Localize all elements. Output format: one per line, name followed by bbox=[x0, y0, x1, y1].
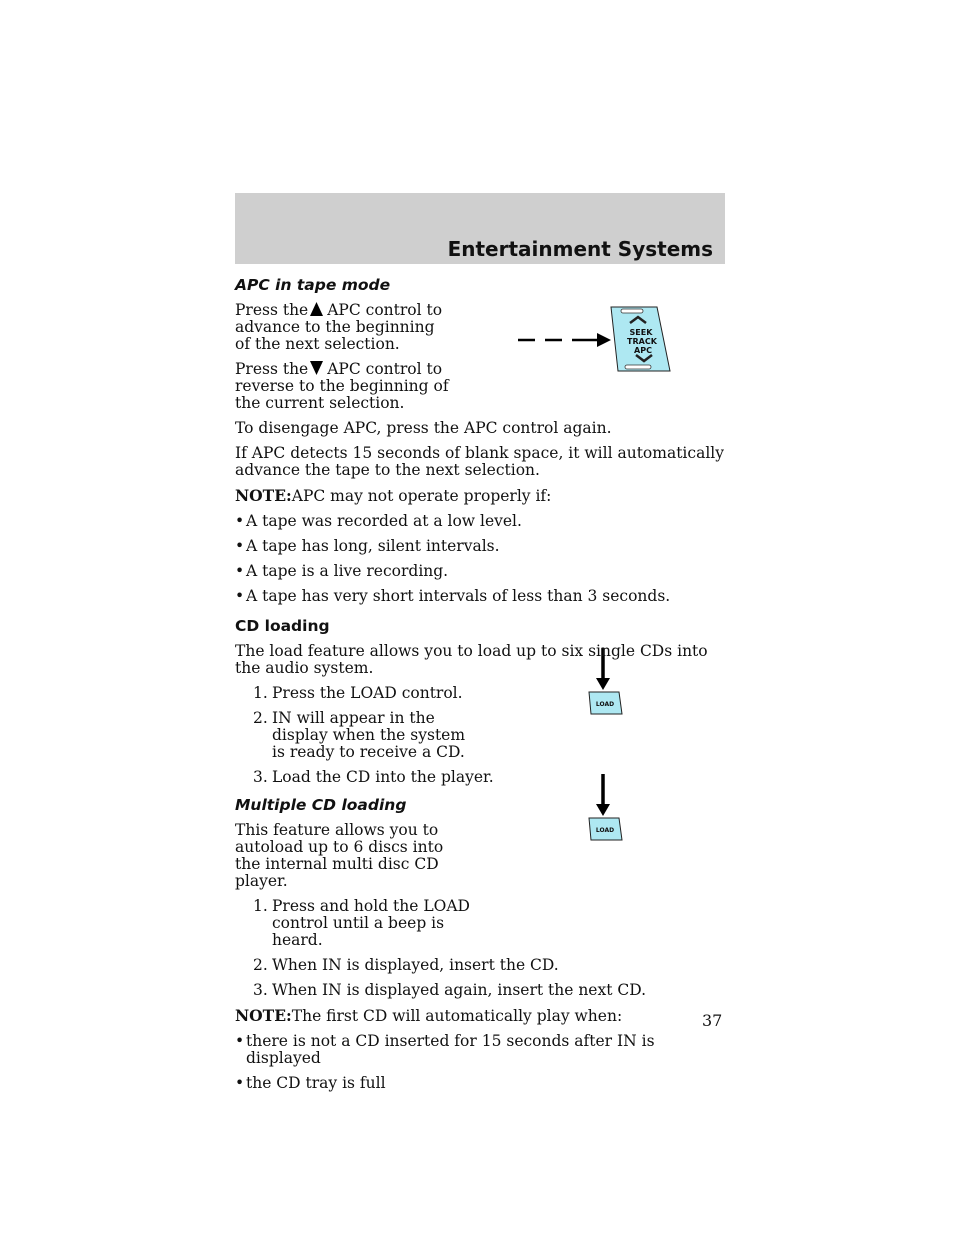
list-item: •A tape is a live recording. bbox=[235, 562, 449, 580]
multi-cd-note: NOTE:The first CD will automatically pla… bbox=[235, 1006, 623, 1025]
list-item: •A tape was recorded at a low level. bbox=[235, 512, 522, 530]
list-item: •the CD tray is full bbox=[235, 1074, 386, 1092]
list-item: 1.Press the LOAD control. bbox=[253, 684, 463, 702]
track-label: TRACK bbox=[627, 337, 658, 346]
triangle-up-icon bbox=[310, 302, 324, 316]
heading-cd-loading: CD loading bbox=[235, 617, 330, 635]
list-item: 3.Load the CD into the player. bbox=[253, 768, 494, 786]
seek-label: SEEK bbox=[630, 328, 654, 337]
list-item: •there is not a CD inserted for 15 secon… bbox=[235, 1032, 655, 1067]
heading-multiple-cd-loading: Multiple CD loading bbox=[235, 796, 407, 814]
list-item: 2.IN will appear in the display when the… bbox=[253, 709, 466, 761]
list-item: 2.When IN is displayed, insert the CD. bbox=[253, 956, 559, 974]
list-item: 3.When IN is displayed again, insert the… bbox=[253, 981, 647, 999]
chevron-up-icon bbox=[629, 315, 647, 324]
multi-cd-paragraph: This feature allows you to autoload up t… bbox=[235, 821, 444, 890]
triangle-down-icon bbox=[310, 361, 324, 375]
load-figure-1: LOAD bbox=[588, 648, 623, 715]
section-title: Entertainment Systems bbox=[447, 237, 713, 261]
cd-loading-paragraph: The load feature allows you to load up t… bbox=[235, 642, 708, 677]
apc-button-icon: SEEK TRACK APC bbox=[610, 306, 671, 372]
load-label: LOAD bbox=[596, 701, 614, 708]
load-button-icon: LOAD bbox=[588, 817, 623, 841]
apc-paragraph-4: If APC detects 15 seconds of blank space… bbox=[235, 444, 724, 479]
load-button-icon: LOAD bbox=[588, 691, 623, 715]
page-number: 37 bbox=[702, 1011, 723, 1030]
seek-track-apc-figure: SEEK TRACK APC bbox=[518, 306, 671, 372]
list-item: 1.Press and hold the LOAD control until … bbox=[253, 897, 470, 949]
apc-paragraph-3: To disengage APC, press the APC control … bbox=[235, 419, 612, 437]
list-item: •A tape has long, silent intervals. bbox=[235, 537, 500, 555]
list-item: •A tape has very short intervals of less… bbox=[235, 587, 671, 605]
apc-note: NOTE:APC may not operate properly if: bbox=[235, 486, 552, 505]
heading-apc: APC in tape mode bbox=[235, 276, 391, 294]
load-figure-2: LOAD bbox=[588, 774, 623, 841]
load-label: LOAD bbox=[596, 827, 614, 834]
chevron-down-icon bbox=[635, 354, 653, 363]
header-band: Entertainment Systems bbox=[235, 193, 725, 264]
dashed-arrow-icon bbox=[518, 333, 611, 347]
apc-label: APC bbox=[634, 346, 652, 355]
